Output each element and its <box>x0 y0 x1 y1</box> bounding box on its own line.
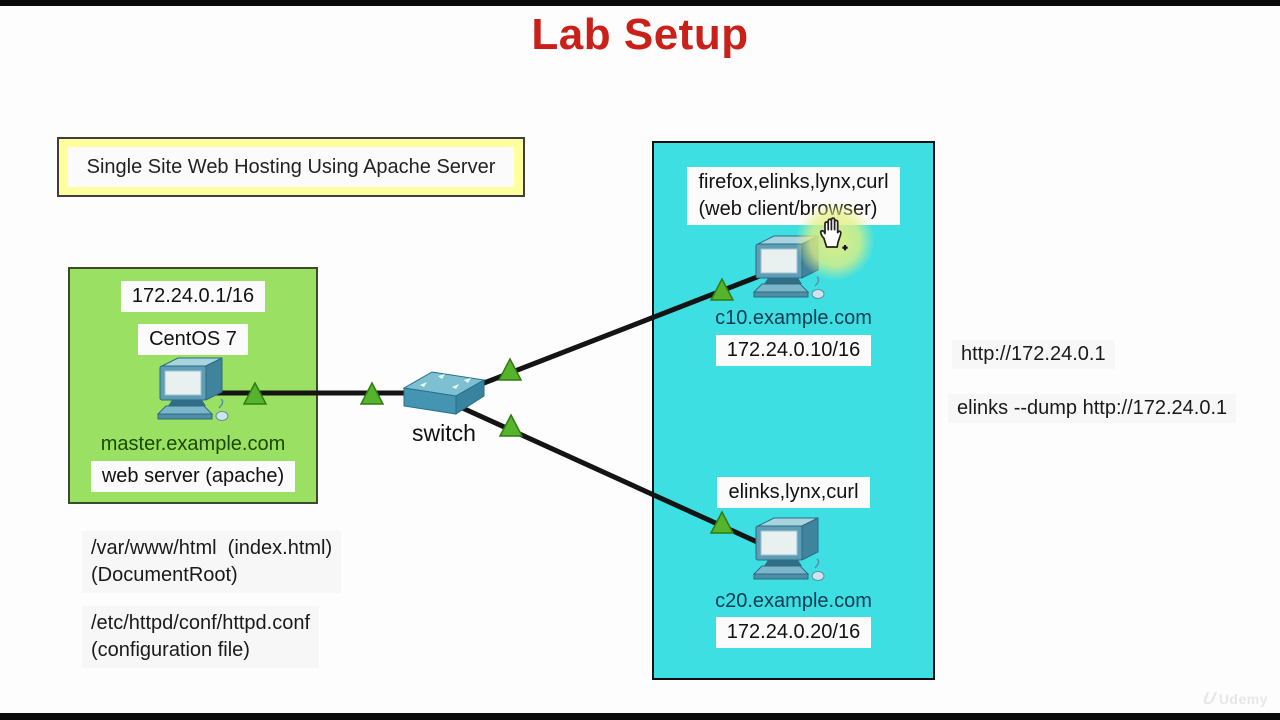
c20-tools-label: elinks,lynx,curl <box>717 477 870 508</box>
link-status-triangle-icon <box>498 413 524 437</box>
browser-url-text: http://172.24.0.1 <box>952 340 1115 369</box>
bottom-letterbox-bar <box>0 713 1280 720</box>
top-letterbox-bar <box>0 0 1280 6</box>
config-path: /etc/httpd/conf/httpd.conf <box>91 612 311 634</box>
c10-tools-line1: firefox,elinks,lynx,curl <box>698 171 889 193</box>
server-role-label: web server (apache) <box>90 461 296 492</box>
server-hostname: master.example.com <box>100 433 286 455</box>
elinks-command-text: elinks --dump http://172.24.0.1 <box>948 394 1237 423</box>
c10-ip-label: 172.24.0.10/16 <box>715 335 872 366</box>
documentroot-label: (DocumentRoot) <box>91 564 238 586</box>
c10-tools-line2: (web client/browser) <box>698 198 878 220</box>
page-title: Lab Setup <box>531 10 749 59</box>
link-status-triangle-icon <box>359 381 385 405</box>
c20-ip-label: 172.24.0.20/16 <box>715 617 872 648</box>
c20-hostname: c20.example.com <box>715 590 872 612</box>
config-label: (configuration file) <box>91 639 250 661</box>
client-zone-box: firefox,elinks,lynx,curl (web client/brow… <box>652 141 935 680</box>
server-os-label: CentOS 7 <box>138 324 248 355</box>
switch-icon <box>402 371 486 415</box>
config-path-block: /etc/httpd/conf/httpd.conf (configuratio… <box>82 606 320 668</box>
topic-banner-text: Single Site Web Hosting Using Apache Ser… <box>68 147 514 187</box>
documentroot-path-block: /var/www/html (index.html) (DocumentRoot… <box>82 531 342 593</box>
server-ip-label: 172.24.0.1/16 <box>120 281 266 312</box>
c10-hostname: c10.example.com <box>715 307 872 329</box>
c10-pc-icon <box>752 235 825 299</box>
link-status-triangle-icon <box>497 357 523 381</box>
topic-banner: Single Site Web Hosting Using Apache Ser… <box>57 137 525 197</box>
udemy-watermark: U Udemy <box>1200 689 1268 709</box>
udemy-watermark-text: Udemy <box>1218 691 1268 707</box>
udemy-logo-icon: U <box>1200 689 1217 708</box>
server-pc-icon <box>156 357 229 421</box>
documentroot-path: /var/www/html (index.html) <box>91 537 333 559</box>
switch-label: switch <box>412 420 476 446</box>
server-zone-box: 172.24.0.1/16 CentOS 7 master.example.co… <box>68 267 318 504</box>
c20-pc-icon <box>752 517 825 581</box>
c10-tools-label: firefox,elinks,lynx,curl (web client/brow… <box>687 167 900 225</box>
